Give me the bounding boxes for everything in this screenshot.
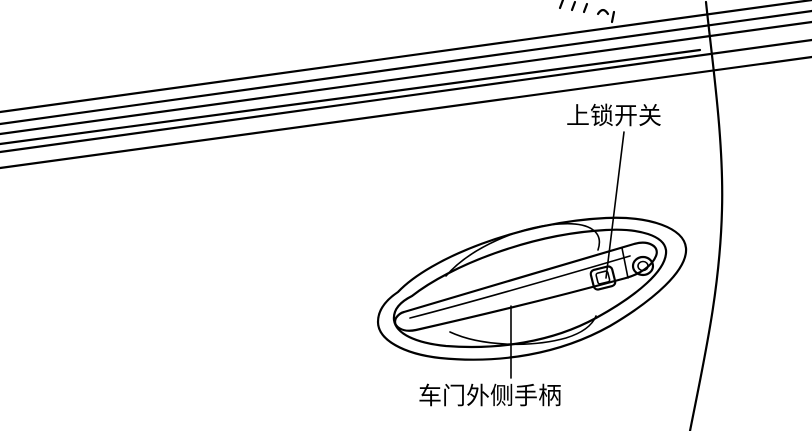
window-seal-notch — [558, 0, 616, 24]
lock-switch-button — [589, 265, 617, 291]
belt-moulding — [0, 0, 812, 170]
lock-switch-label: 上锁开关 — [566, 102, 662, 130]
handle-recess — [376, 216, 688, 361]
door-edge — [688, 0, 724, 431]
key-cylinder — [631, 255, 655, 277]
lock-switch-leader — [605, 131, 625, 279]
outer-handle-grip — [394, 241, 658, 332]
outer-handle-label: 车门外侧手柄 — [418, 382, 562, 410]
